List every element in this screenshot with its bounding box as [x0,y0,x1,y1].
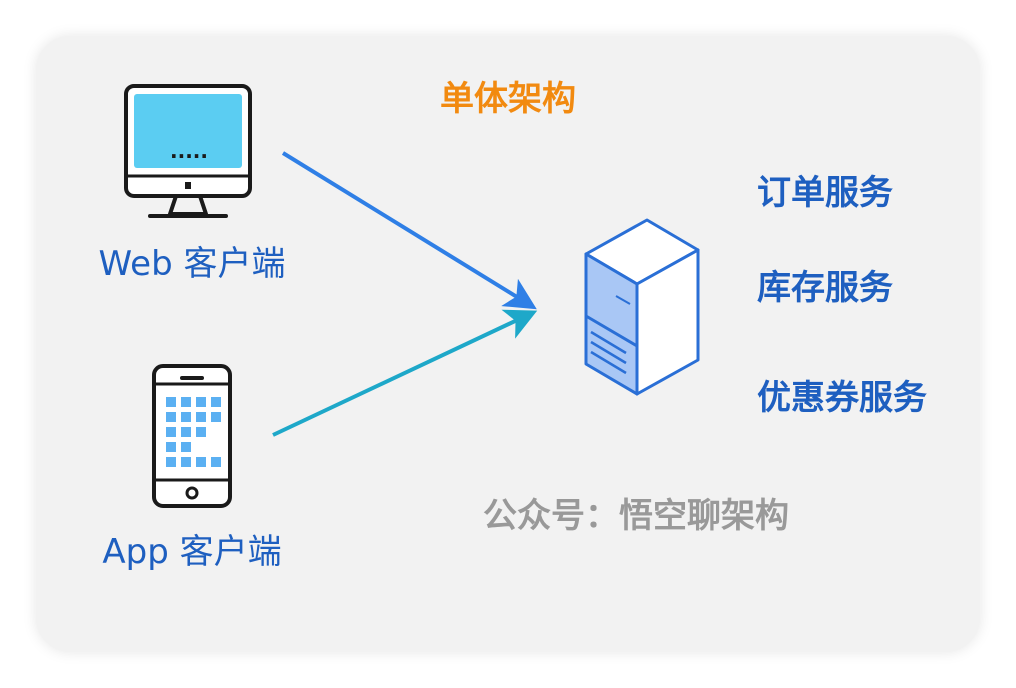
app-to-server-arrow [272,309,538,437]
diagram-title: 单体架构 [440,79,576,119]
watermark-text: 公众号：悟空聊架构 [483,496,789,536]
server-icon [584,218,700,396]
monitor-screen-dots: ..... [170,139,208,163]
desktop-monitor-icon: ..... [124,84,252,218]
web-to-server-arrow [281,151,537,310]
smartphone-icon [152,364,232,508]
service-order-label: 订单服务 [757,173,893,213]
phone-app-tiles [166,397,221,467]
app-client-label: App 客户端 [102,532,281,572]
service-inventory-label: 库存服务 [757,268,893,308]
service-coupon-label: 优惠券服务 [757,378,927,418]
web-client-label: Web 客户端 [99,244,286,284]
